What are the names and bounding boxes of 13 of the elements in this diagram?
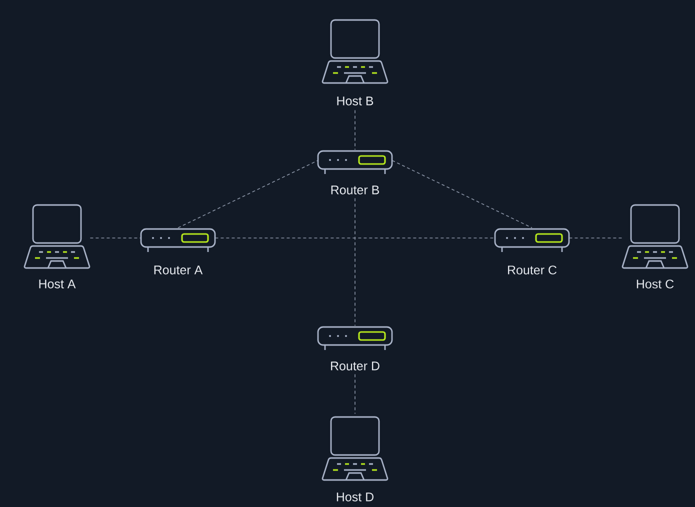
node-label: Host C <box>636 280 674 288</box>
node-label: Host D <box>336 492 374 502</box>
node-label: Router C <box>508 266 557 274</box>
connection-line <box>354 374 356 414</box>
node-label: Host A <box>39 280 76 288</box>
connection-line <box>392 160 532 228</box>
node-label: Router B <box>331 186 379 194</box>
node-label: Host B <box>337 96 374 106</box>
node-label: Router A <box>154 266 203 274</box>
connection-line <box>178 160 318 228</box>
node-label: Router D <box>331 362 380 370</box>
connection-line <box>354 198 356 326</box>
connection-line <box>354 110 356 150</box>
